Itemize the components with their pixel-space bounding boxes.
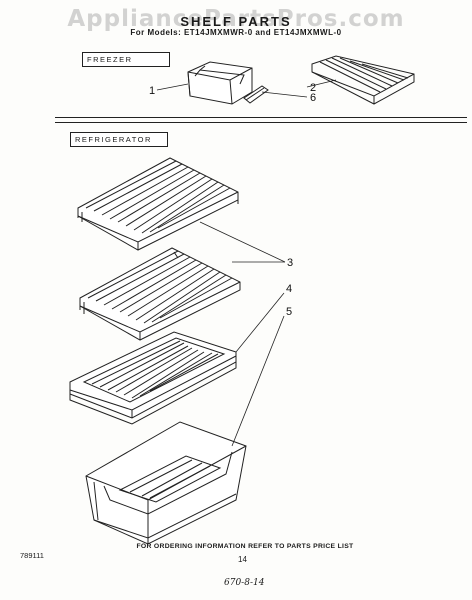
refrigerator-section-label: REFRIGERATOR	[70, 132, 168, 147]
model-numbers: For Models: ET14JMXMWR-0 and ET14JMXMWL-…	[130, 28, 342, 37]
page-number: 14	[238, 555, 247, 564]
callout-1: 1	[149, 85, 155, 97]
document-number: 789111	[20, 551, 44, 560]
freezer-basket-part	[187, 61, 253, 105]
ordering-information-note: FOR ORDERING INFORMATION REFER TO PARTS …	[136, 543, 354, 550]
refrigerator-wire-shelf-lower-part	[79, 247, 241, 341]
shelf-clip-part	[243, 85, 269, 104]
handwritten-note: 670-8-14	[224, 578, 265, 588]
callout-3: 3	[287, 257, 293, 269]
callout-6: 6	[310, 92, 316, 104]
callout-4: 4	[286, 283, 292, 295]
section-divider-bottom	[55, 122, 467, 123]
watermark: AppliancePartsPros.com	[67, 6, 405, 32]
crisper-drawer-part	[85, 421, 247, 545]
callout-5: 5	[286, 306, 292, 318]
refrigerator-wire-shelf-upper-part	[77, 157, 239, 251]
freezer-wire-shelf-part	[311, 55, 415, 105]
crisper-cover-part	[69, 331, 237, 425]
page-title: SHELF PARTS	[180, 14, 292, 29]
section-divider-top	[55, 117, 467, 118]
callout-leader-lines	[156, 79, 337, 447]
callout-2: 2	[310, 82, 316, 94]
freezer-section-label: FREEZER	[82, 52, 170, 67]
